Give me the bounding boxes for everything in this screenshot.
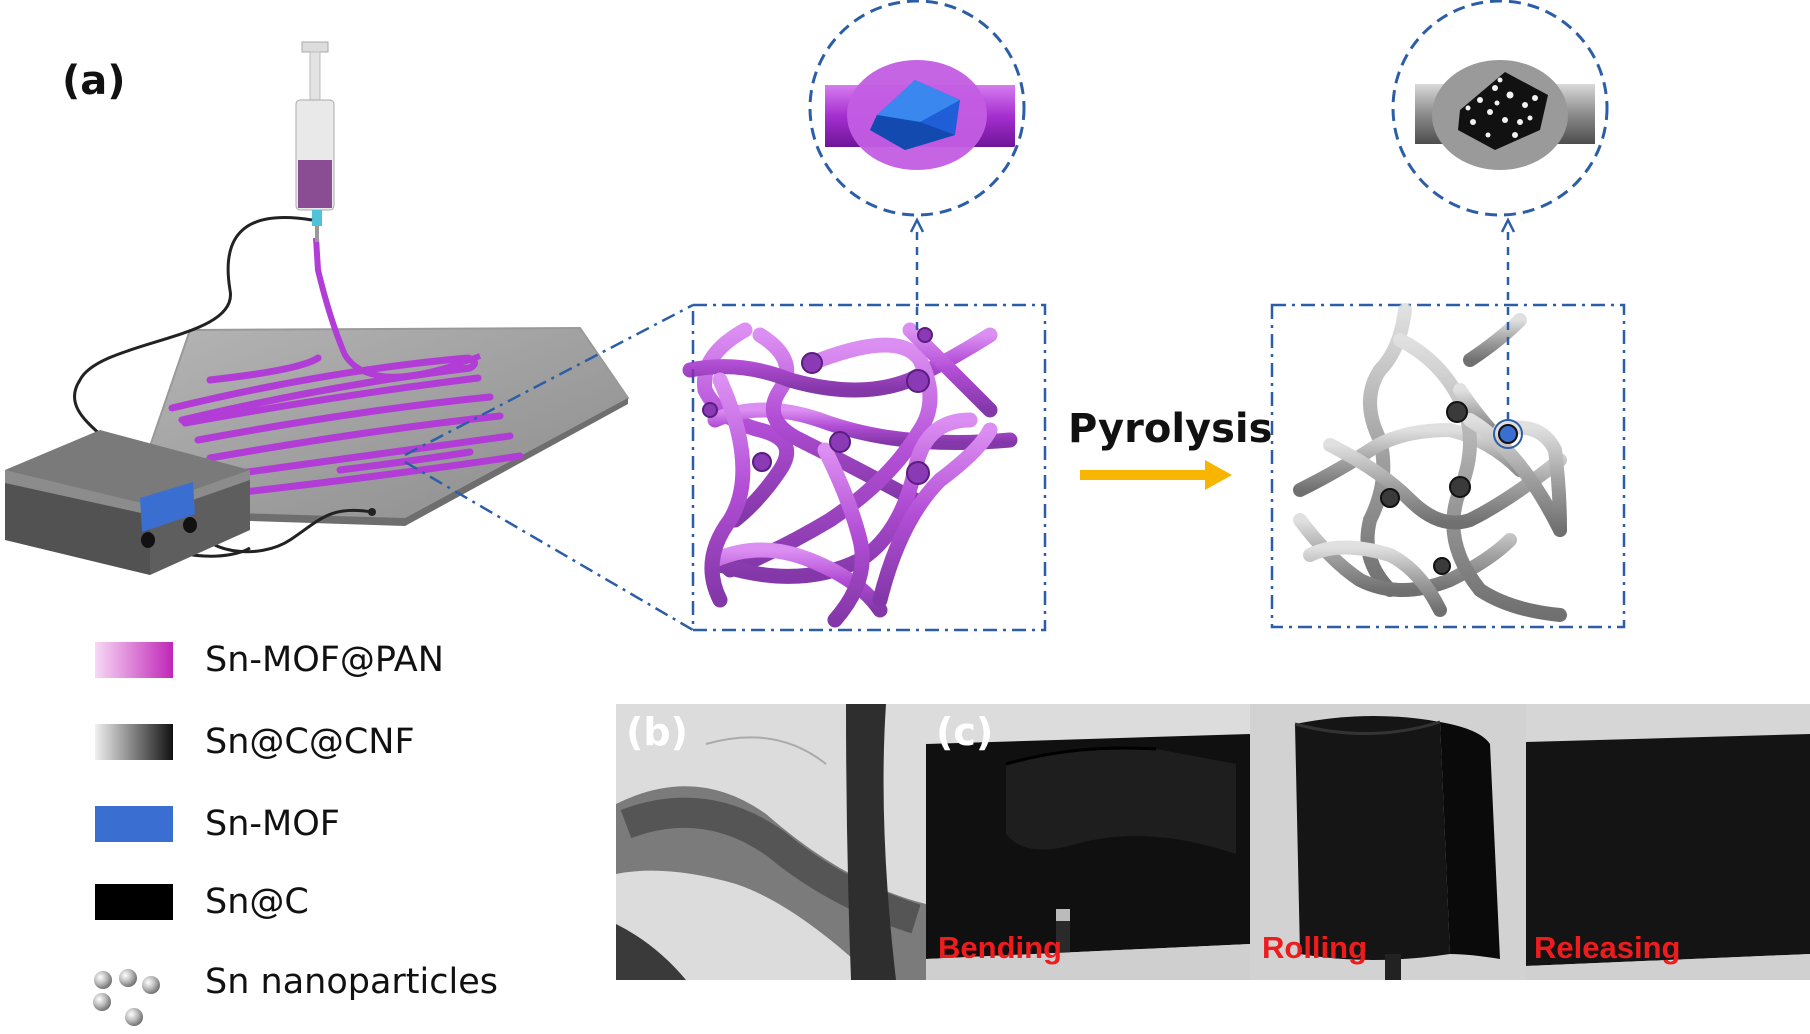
panel-label-c: (c): [936, 710, 994, 754]
sn-nanoparticles-icon: [93, 969, 160, 1026]
tem-image: (b): [616, 704, 926, 980]
deposited-fibers: [168, 354, 524, 496]
legend-swatch-sn-mof: [95, 806, 173, 842]
carbonized-fiber-network: [1293, 303, 1567, 622]
legend-item: Sn-MOF@PAN: [205, 640, 444, 680]
legend-swatch-sn-mof-pan: [95, 642, 173, 678]
caption-releasing: Releasing: [1534, 930, 1681, 965]
photo-bending: (c) Bending: [926, 704, 1250, 980]
legend-swatch-sn-c: [95, 884, 173, 920]
legend-item: Sn@C@CNF: [205, 722, 415, 762]
photo-releasing: Releasing: [1526, 704, 1810, 980]
magnify-connectors: [915, 226, 1510, 420]
caption-bending: Bending: [938, 930, 1062, 965]
panel-label-a: (a): [62, 58, 126, 104]
photo-rolling: Rolling: [1250, 704, 1526, 980]
magnified-mof-in-fiber: [808, 0, 1026, 217]
caption-rolling: Rolling: [1262, 930, 1368, 965]
legend-item: Sn-MOF: [205, 804, 340, 844]
zoom-lines: [404, 303, 1626, 632]
legend-swatch-sn-c-cnf: [95, 724, 173, 760]
electrospinning-setup: [5, 41, 630, 575]
syringe: [295, 41, 335, 242]
precursor-fiber-network: [682, 322, 1018, 628]
mof-nodes: [702, 327, 933, 485]
high-voltage-supply: [5, 430, 250, 575]
legend-item: Sn nanoparticles: [205, 962, 498, 1002]
pyrolysis-arrow: [1080, 460, 1232, 490]
magnified-sn-in-carbon-fiber: [1391, 0, 1609, 217]
panel-label-b: (b): [626, 710, 688, 754]
sn-c-nodes: [1380, 401, 1518, 575]
legend-item: Sn@C: [205, 882, 309, 922]
pyrolysis-label: Pyrolysis: [1068, 406, 1273, 452]
